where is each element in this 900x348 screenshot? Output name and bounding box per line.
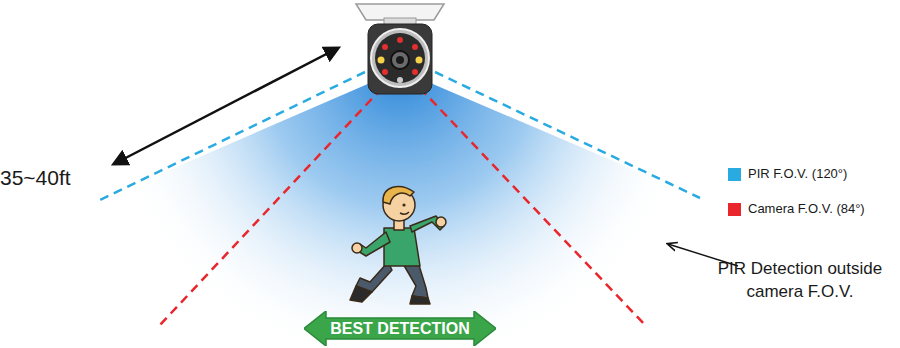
callout-note: PIR Detection outside camera F.O.V. xyxy=(702,258,898,304)
legend-label: Camera F.O.V. (84°) xyxy=(748,201,865,216)
running-child xyxy=(350,187,446,304)
pir-boundary xyxy=(435,72,700,198)
legend-swatch xyxy=(728,168,741,181)
pir-boundary xyxy=(100,72,365,200)
range-label: 35~40ft xyxy=(0,164,110,192)
legend-swatch xyxy=(728,203,741,216)
range-arrow xyxy=(114,48,338,164)
node-label: BEST DETECTION xyxy=(304,311,496,346)
camera-boundary xyxy=(420,88,645,325)
camera xyxy=(356,4,444,94)
pir-field xyxy=(100,70,700,348)
detection-arrow: BEST DETECTION xyxy=(304,311,496,346)
arrow-fill xyxy=(304,311,496,346)
legend-label: PIR F.O.V. (120°) xyxy=(748,166,847,181)
